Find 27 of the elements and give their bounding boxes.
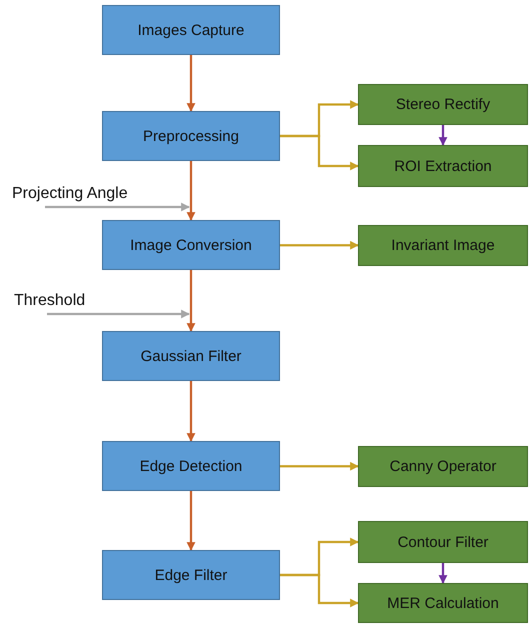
- arrow: [186, 55, 196, 112]
- process-box: Preprocessing: [102, 111, 280, 161]
- arrow: [186, 161, 196, 221]
- process-box: Image Conversion: [102, 220, 280, 270]
- arrow: [186, 491, 196, 551]
- process-box: Edge Filter: [102, 550, 280, 600]
- input-arrow: [45, 202, 190, 212]
- arrow: [186, 381, 196, 442]
- input-label: Threshold: [14, 292, 86, 310]
- arrow: [438, 125, 448, 146]
- arrow: [438, 563, 448, 584]
- input-arrow: [47, 310, 190, 318]
- output-box: Invariant Image: [358, 225, 528, 266]
- output-box: MER Calculation: [358, 583, 528, 623]
- output-box: Canny Operator: [358, 446, 528, 487]
- output-box: Contour Filter: [358, 521, 528, 563]
- output-box: Stereo Rectify: [358, 84, 528, 125]
- arrow: [280, 240, 359, 250]
- arrow: [186, 270, 196, 332]
- process-box: Edge Detection: [102, 441, 280, 491]
- arrow: [280, 462, 359, 471]
- output-box: ROI Extraction: [358, 145, 528, 187]
- process-box: Images Capture: [102, 5, 280, 55]
- arrow: [280, 134, 359, 170]
- input-label: Projecting Angle: [12, 185, 128, 203]
- process-box: Gaussian Filter: [102, 331, 280, 381]
- arrow: [280, 574, 359, 608]
